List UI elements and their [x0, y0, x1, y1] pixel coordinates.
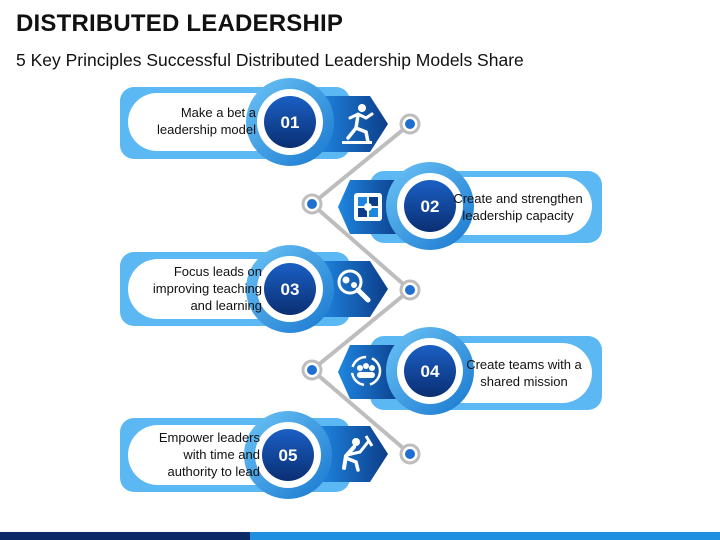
- principle-card-03: 03: [120, 245, 388, 333]
- badge-core: [262, 429, 314, 481]
- text-line: shared mission: [480, 374, 568, 389]
- footer-bar-light: [250, 532, 720, 540]
- magnifier-gears-icon: [337, 269, 371, 303]
- principle-text-04: Create teams with a shared mission: [456, 356, 592, 390]
- principle-card-01: 01: [120, 78, 388, 166]
- text-line: improving teaching: [152, 281, 262, 296]
- text-line: Empower leaders: [158, 430, 260, 445]
- page-subtitle: 5 Key Principles Successful Distributed …: [16, 50, 524, 70]
- icon-chevron: [318, 261, 388, 317]
- text-line: leadership model: [156, 122, 256, 137]
- text-line: authority to lead: [167, 464, 260, 479]
- text-line: Make a bet a: [180, 105, 256, 120]
- connector-dot: [405, 449, 415, 459]
- badge-number: 04: [421, 362, 440, 381]
- card-inner-pill: [432, 177, 592, 235]
- principle-card-04: 04: [338, 327, 602, 415]
- text-line: and learning: [190, 298, 262, 313]
- team-cycle-icon: [350, 355, 382, 387]
- running-person-icon: [342, 104, 374, 144]
- page-title: DISTRIBUTED LEADERSHIP: [16, 10, 344, 37]
- text-line: with time and: [183, 447, 260, 462]
- text-line: Focus leads on: [173, 264, 262, 279]
- connector-dot: [307, 199, 317, 209]
- card-inner-pill: [128, 93, 288, 151]
- connector-dots: [301, 113, 421, 465]
- badge-number: 01: [281, 113, 300, 132]
- icon-chevron: [318, 96, 388, 152]
- badge-core: [264, 263, 316, 315]
- principle-text-02: Create and strengthen leadership capacit…: [448, 190, 588, 224]
- connector-dot: [307, 365, 317, 375]
- badge-number: 02: [421, 197, 440, 216]
- text-line: leadership capacity: [462, 208, 574, 223]
- text-line: Create teams with a: [466, 357, 582, 372]
- badge-core: [264, 96, 316, 148]
- footer-bar-dark: [0, 532, 250, 540]
- badge-number: 05: [279, 446, 298, 465]
- principle-text-01: Make a bet a leadership model: [132, 104, 256, 138]
- person-pushing-icon: [342, 435, 374, 472]
- principle-card-02: 02: [338, 162, 602, 250]
- connector-dot: [405, 285, 415, 295]
- badge-core: [404, 180, 456, 232]
- text-line: Create and strengthen: [453, 191, 583, 206]
- principle-card-05: 05: [120, 411, 388, 499]
- card-inner-pill: [128, 259, 288, 319]
- badge-core: [404, 345, 456, 397]
- connector-dot: [405, 119, 415, 129]
- principle-text-03: Focus leads on improving teaching and le…: [132, 263, 262, 314]
- puzzle-hands-icon: [354, 193, 382, 221]
- principle-text-05: Empower leaders with time and authority …: [132, 429, 260, 480]
- footer-bar: [0, 532, 720, 540]
- badge-number: 03: [281, 280, 300, 299]
